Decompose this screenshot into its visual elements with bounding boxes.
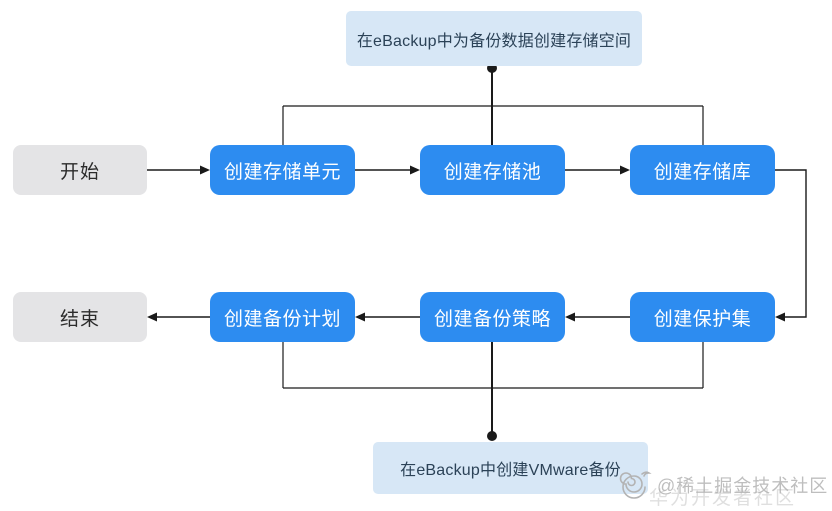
node-end: 结束 [13,292,147,342]
watermark-shadow-text: 华为开发者社区 [649,488,797,509]
arrowhead-repo-to-protectset [775,312,785,322]
node-create-backup-policy: 创建备份策略 [420,292,565,342]
connector-repo-to-protectset [775,169,807,318]
node-create-storage-unit: 创建存储单元 [210,145,355,195]
arrowhead-pool-to-repo [620,165,630,175]
anchor-dot-bottom [487,431,497,441]
arrowhead-protectset-to-policy [565,312,575,322]
watermark-text: @稀土掘金技术社区 [657,476,829,496]
note-vmware-backup: 在eBackup中创建VMware备份 [373,442,648,494]
node-create-storage-repository: 创建存储库 [630,145,775,195]
arrowhead-policy-to-plan [355,312,365,322]
arrowhead-plan-to-end [147,312,157,322]
node-start: 开始 [13,145,147,195]
arrowhead-unit-to-pool [410,165,420,175]
spiral-icon [619,471,652,499]
note-storage-space: 在eBackup中为备份数据创建存储空间 [346,11,642,66]
node-create-protection-set: 创建保护集 [630,292,775,342]
node-create-storage-pool: 创建存储池 [420,145,565,195]
watermark: 华为开发者社区 @稀土掘金技术社区 [615,457,830,509]
arrowhead-start-to-unit [200,165,210,175]
node-create-backup-plan: 创建备份计划 [210,292,355,342]
